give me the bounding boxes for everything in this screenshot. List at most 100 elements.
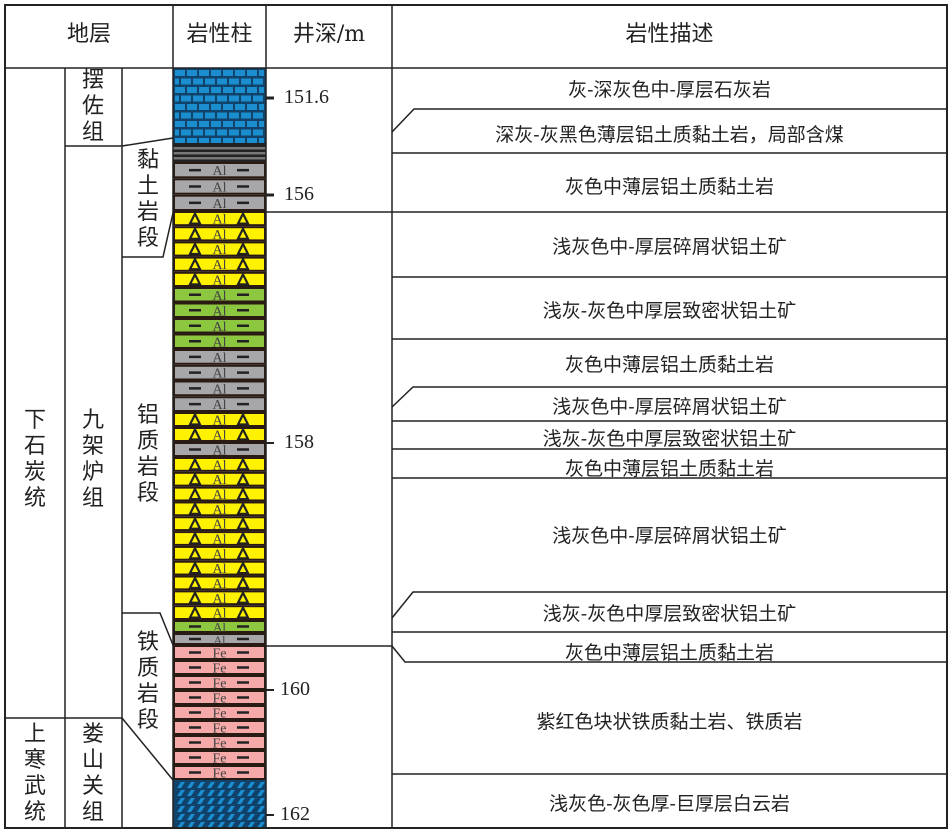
dolomite-mark — [237, 806, 245, 812]
limestone-brick — [253, 78, 263, 85]
header-lithology-column: 岩性柱 — [186, 22, 253, 47]
limestone-brick — [187, 104, 197, 110]
dolomite-mark — [217, 822, 225, 828]
dolomite-mark — [197, 798, 205, 804]
dolomite-mark — [257, 782, 265, 788]
breccia-triangle-icon — [236, 501, 250, 515]
limestone-brick — [223, 138, 233, 144]
breccia-triangle-icon — [188, 226, 202, 240]
breccia-triangle-icon — [236, 590, 250, 604]
limestone-brick — [205, 78, 215, 85]
breccia-triangle-icon — [188, 471, 202, 486]
dolomite-mark — [197, 822, 205, 828]
limestone-brick — [247, 104, 257, 110]
limestone-brick — [235, 104, 245, 110]
dolomite-mark — [207, 798, 215, 804]
dolomite-mark — [187, 790, 195, 796]
dolomite-mark — [247, 814, 255, 820]
limestone-brick — [235, 70, 245, 76]
dolomite-mark — [247, 822, 255, 828]
limestone-brick — [217, 95, 227, 102]
limestone-brick — [247, 121, 257, 127]
dolomite-mark — [207, 822, 215, 828]
limestone-brick — [253, 95, 263, 102]
element-label: Al — [213, 213, 227, 228]
green-bed — [173, 287, 266, 303]
member-aluminous: 铝质岩段 — [136, 403, 159, 506]
limestone-brick — [205, 95, 215, 102]
dolomite-mark — [177, 806, 185, 812]
limestone-brick — [199, 138, 209, 144]
element-label: Fe — [213, 737, 227, 752]
limestone-brick — [205, 129, 215, 136]
element-label: Al — [213, 335, 227, 350]
header-strata: 地层 — [66, 22, 111, 47]
element-label: Al — [213, 258, 227, 273]
breccia-triangle-icon — [236, 605, 250, 619]
element-label: Fe — [213, 767, 227, 782]
header-description: 岩性描述 — [625, 22, 714, 47]
limestone-brick — [181, 95, 191, 102]
dolomite-mark — [217, 798, 225, 804]
element-label: Al — [213, 197, 227, 212]
limestone-brick — [211, 121, 221, 127]
dolomite-mark — [187, 798, 195, 804]
breccia-triangle-icon — [188, 456, 202, 471]
gray-bed — [173, 364, 266, 381]
pink-bed — [173, 660, 266, 675]
gray-bed — [173, 380, 266, 397]
coal-stripe — [173, 147, 266, 150]
breccia-triangle-icon — [236, 256, 250, 271]
limestone-brick — [241, 129, 251, 136]
element-label: Al — [214, 633, 227, 647]
breccia-triangle-icon — [236, 241, 250, 256]
element-label: Al — [213, 607, 227, 622]
dolomite-mark — [247, 782, 255, 788]
element-label: Fe — [213, 662, 227, 677]
dolomite-mark — [217, 814, 225, 820]
breccia-triangle-icon — [236, 211, 250, 225]
dolomite-mark — [177, 782, 185, 788]
element-label: Fe — [213, 722, 227, 737]
lithology-column: AlAlAlAlAlAlAlAlAlAlAlAlAlAlAlAlAlAlAlAl… — [173, 68, 266, 828]
dolomite-mark — [227, 798, 235, 804]
breccia-triangle-icon — [236, 226, 250, 240]
element-label: Al — [213, 518, 227, 533]
limestone-brick — [229, 95, 239, 102]
description-row: 浅灰色中-厚层碎屑状铝土矿 — [552, 236, 787, 258]
element-label: Al — [213, 320, 227, 335]
dolomite-mark — [237, 822, 245, 828]
member-ferruginous: 铁质岩段 — [136, 630, 159, 733]
limestone-brick — [247, 138, 257, 144]
pink-bed — [173, 675, 266, 690]
limestone-brick — [175, 112, 179, 119]
limestone-brick — [253, 112, 263, 119]
breccia-triangle-icon — [236, 531, 250, 545]
limestone-brick — [241, 112, 251, 119]
dolomite-mark — [257, 798, 265, 804]
breccia-triangle-icon — [236, 486, 250, 501]
dolomite-mark — [197, 806, 205, 812]
limestone-brick — [175, 87, 185, 93]
description-row: 浅灰-灰色中厚层致密状铝土矿 — [542, 300, 797, 322]
description-row: 浅灰-灰色中厚层致密状铝土矿 — [542, 428, 797, 450]
limestone-brick — [229, 78, 239, 85]
dolomite-mark — [177, 814, 185, 820]
limestone-brick — [181, 129, 191, 136]
breccia-triangle-icon — [236, 471, 250, 486]
limestone-brick — [259, 104, 264, 110]
limestone-brick — [199, 87, 209, 93]
pink-bed — [173, 750, 266, 765]
limestone-brick — [247, 87, 257, 93]
breccia-triangle-icon — [236, 516, 250, 530]
depth-label: 156 — [284, 183, 314, 205]
green-bed — [173, 318, 266, 334]
description-row: 灰色中薄层铝土质黏土岩 — [564, 458, 774, 480]
dolomite-mark — [207, 814, 215, 820]
breccia-triangle-icon — [188, 486, 202, 501]
element-label: Al — [213, 444, 227, 459]
formation-jiujialu: 九架炉组 — [81, 408, 104, 511]
breccia-triangle-icon — [236, 412, 250, 426]
gray-bed — [173, 162, 266, 179]
